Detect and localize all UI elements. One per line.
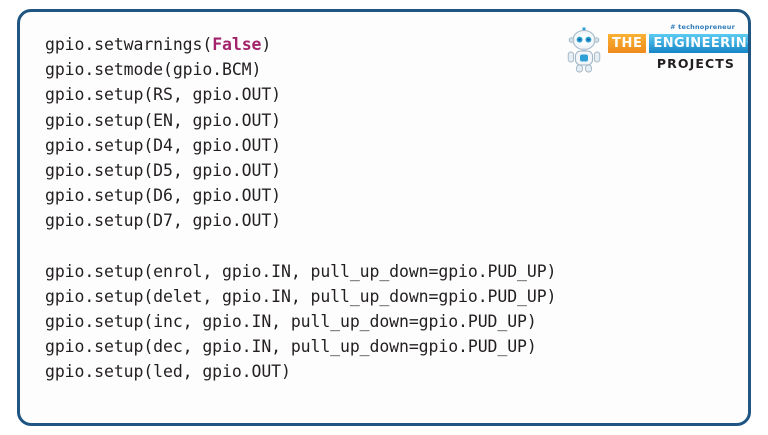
logo-engineering-block: ENGINEERING	[649, 34, 748, 53]
code-line: gpio.setwarnings(False)	[45, 35, 272, 54]
code-line: gpio.setup(D6, gpio.OUT)	[45, 186, 282, 206]
code-line: gpio.setup(D7, gpio.OUT)	[45, 211, 282, 231]
logo-projects-text: PROJECTS	[656, 56, 735, 71]
code-snippet-frame: gpio.setwarnings(False) gpio.setmode(gpio…	[17, 9, 751, 426]
code-line: gpio.setup(enrol, gpio.IN, pull_up_down=…	[45, 261, 557, 281]
code-line: gpio.setmode(gpio.BCM)	[45, 60, 262, 80]
code-block[interactable]: gpio.setwarnings(False) gpio.setmode(gpio…	[45, 32, 556, 385]
code-line: gpio.setup(delet, gpio.IN, pull_up_down=…	[45, 286, 557, 306]
code-line: gpio.setup(dec, gpio.IN, pull_up_down=gp…	[45, 337, 537, 357]
logo-tagline: # technopreneur	[670, 23, 735, 31]
the-engineering-projects-logo: # technopreneur THE ENGINEERING PROJECTS	[564, 21, 748, 75]
logo-wordmark: # technopreneur THE ENGINEERING PROJECTS	[608, 21, 748, 75]
logo-bars: THE ENGINEERING	[608, 34, 748, 53]
robot-mascot-icon	[567, 27, 601, 73]
code-line: gpio.setup(D4, gpio.OUT)	[45, 135, 282, 155]
logo-the-block: THE	[608, 34, 647, 53]
code-line: gpio.setup(EN, gpio.OUT)	[45, 110, 282, 130]
code-line: gpio.setup(RS, gpio.OUT)	[45, 85, 282, 105]
code-line	[45, 234, 556, 259]
code-line: gpio.setup(led, gpio.OUT)	[45, 362, 291, 382]
code-keyword: False	[212, 35, 262, 54]
code-line: gpio.setup(D5, gpio.OUT)	[45, 160, 282, 180]
code-line: gpio.setup(inc, gpio.IN, pull_up_down=gp…	[45, 312, 537, 332]
